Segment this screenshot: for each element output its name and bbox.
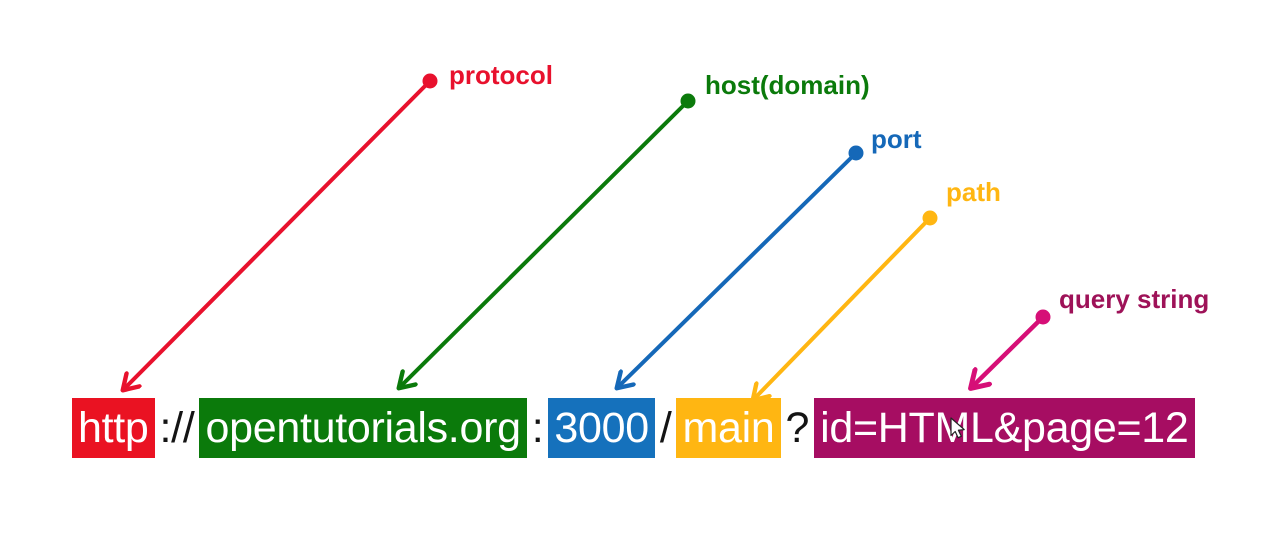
path-arrow	[754, 210, 938, 400]
port-label: port	[871, 124, 922, 154]
protocol-label: protocol	[449, 60, 553, 90]
url-segment-path: main	[676, 398, 781, 458]
url-segment-port: 3000	[548, 398, 655, 458]
url-segment-protocol: http	[72, 398, 155, 458]
url-segment-query-string: id=HTML&page=12	[814, 398, 1195, 458]
protocol-arrow	[124, 73, 438, 390]
query-string-label: query string	[1059, 284, 1210, 314]
url-segment-port-separator: :	[531, 403, 544, 452]
query-string-arrow	[972, 309, 1051, 388]
host-arrow	[400, 93, 696, 388]
url-segment-host: opentutorials.org	[199, 398, 527, 458]
url-segment-path-separator: /	[659, 403, 672, 452]
url-segment-query-separator: ?	[785, 403, 810, 452]
url-segment-scheme-separator: ://	[159, 403, 195, 452]
url-bar: http://opentutorials.org:3000/main?id=HT…	[70, 398, 1197, 458]
port-arrow	[618, 145, 864, 388]
host-label: host(domain)	[705, 70, 870, 100]
path-label: path	[946, 177, 1001, 207]
